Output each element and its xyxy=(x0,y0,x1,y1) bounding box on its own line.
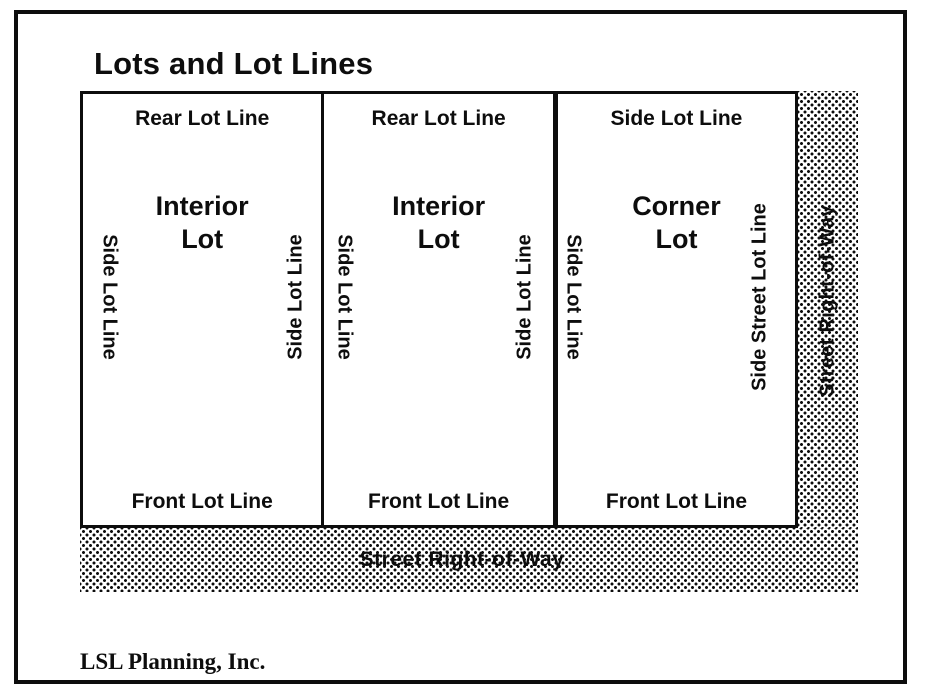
side-lot-line-label-right: Side Lot Line xyxy=(513,233,536,360)
lot-type-line1: Interior xyxy=(155,191,249,221)
lot-type-line1: Interior xyxy=(392,191,486,221)
street-right-of-way-label-bottom: Street Right-of-Way xyxy=(359,548,565,571)
rear-lot-line-label: Rear Lot Line xyxy=(135,107,270,130)
rear-lot-line-label: Rear Lot Line xyxy=(371,107,506,130)
street-right-of-way-strip-right: Street Right-of-Way xyxy=(798,91,858,592)
side-lot-line-label-top: Side Lot Line xyxy=(610,107,743,130)
lot-corner: Side Lot Line Side Lot Line Corner Lot S… xyxy=(558,94,795,525)
lot-type-line2: Lot xyxy=(417,224,460,255)
diagram-title: Lots and Lot Lines xyxy=(94,46,374,81)
street-right-of-way-label-right: Street Right-of-Way xyxy=(816,205,839,398)
lot-type-line2: Lot xyxy=(655,224,698,255)
lot-type-line1: Corner xyxy=(632,191,721,221)
front-lot-line-label: Front Lot Line xyxy=(131,490,273,513)
side-lot-line-label-right: Side Lot Line xyxy=(284,233,307,360)
lots-block: Rear Lot Line Side Lot Line Interior Lot… xyxy=(80,91,798,528)
front-lot-line-label: Front Lot Line xyxy=(368,490,510,513)
lot-type-label: Corner Lot xyxy=(558,190,795,257)
lot-type-line2: Lot xyxy=(181,224,224,255)
side-street-lot-line-label: Side Street Lot Line xyxy=(748,202,771,391)
lot-type-label: Interior Lot xyxy=(324,190,553,257)
lot-type-label: Interior Lot xyxy=(83,190,321,257)
lot-interior-left: Rear Lot Line Side Lot Line Interior Lot… xyxy=(83,94,325,525)
credit-text: LSL Planning, Inc. xyxy=(80,649,266,674)
street-right-of-way-strip-bottom: Street Right-of-Way xyxy=(80,528,858,592)
lot-interior-middle: Rear Lot Line Side Lot Line Interior Lot… xyxy=(324,94,558,525)
front-lot-line-label: Front Lot Line xyxy=(605,490,748,513)
outer-frame xyxy=(14,10,907,684)
